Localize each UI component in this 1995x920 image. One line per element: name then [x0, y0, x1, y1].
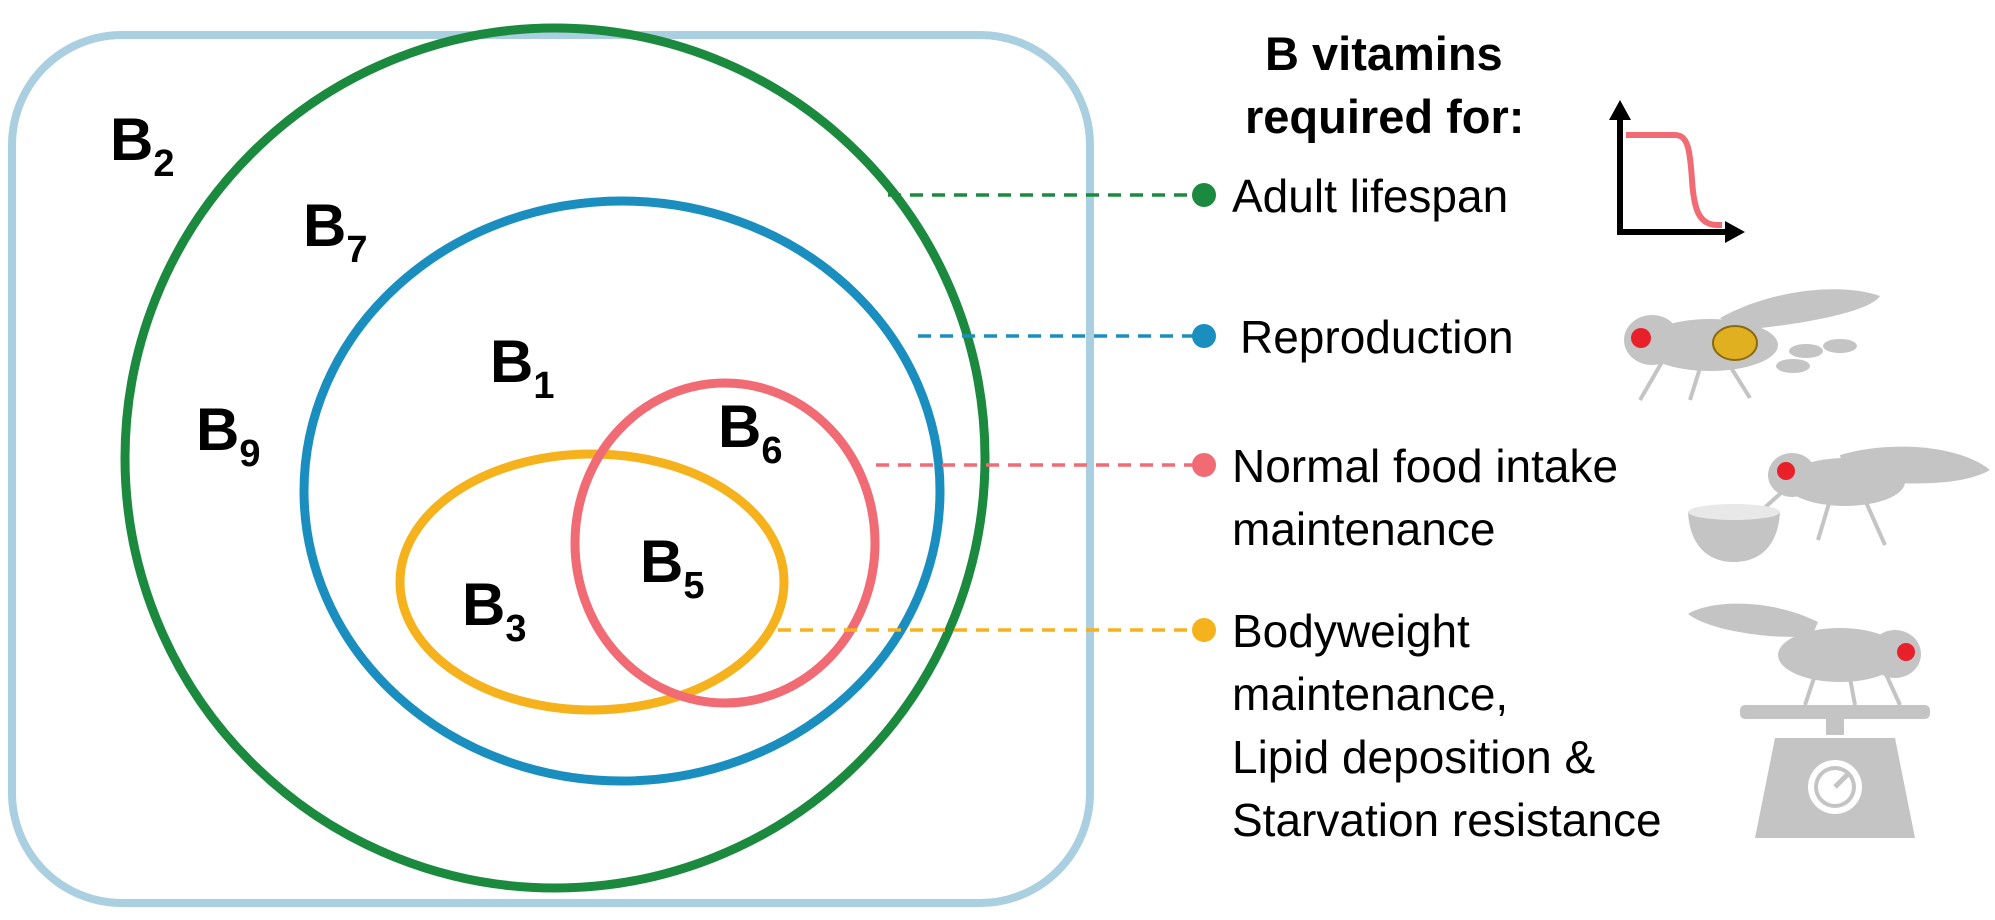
fly-with-eggs-icon — [1624, 289, 1880, 402]
lifespan-dot — [1192, 183, 1216, 207]
food-intake-set-ellipse — [570, 378, 880, 708]
vitamin-label-b1: B1 — [490, 328, 554, 407]
reproduction-set-ellipse — [299, 196, 945, 786]
requirement-label-food-line-1: Normal food intake — [1232, 440, 1618, 492]
reproduction-dot — [1192, 324, 1216, 348]
fly-feeding-icon — [1688, 446, 1990, 562]
requirement-label-lifespan: Adult lifespan — [1232, 170, 1508, 222]
lifespan-set-circle — [120, 23, 990, 893]
vitamin-label-b9: B9 — [196, 396, 260, 475]
requirement-label-bodyweight-line-1: Bodyweight — [1232, 605, 1470, 657]
all-b-vitamins-frame — [8, 31, 1094, 907]
vitamin-label-b5: B5 — [640, 528, 704, 607]
vitamin-label-b6: B6 — [718, 393, 782, 472]
survival-curve-icon — [1609, 100, 1745, 243]
vitamin-label-b3: B3 — [462, 571, 526, 650]
vitamin-label-b2: B2 — [110, 106, 174, 185]
requirement-label-bodyweight-line-3: Lipid deposition & — [1232, 731, 1595, 783]
requirement-label-reproduction: Reproduction — [1240, 311, 1514, 363]
requirement-label-bodyweight-line-4: Starvation resistance — [1232, 794, 1662, 846]
vitamin-label-b7: B7 — [303, 192, 367, 271]
requirement-label-bodyweight-line-2: maintenance, — [1232, 668, 1508, 720]
bodyweight-dot — [1192, 618, 1216, 642]
bodyweight-set-ellipse — [395, 449, 789, 715]
legend-title-line-1: B vitamins — [1265, 27, 1503, 80]
requirement-label-food-line-2: maintenance — [1232, 503, 1495, 555]
food-intake-dot — [1192, 453, 1216, 477]
legend-title-line-2: required for: — [1245, 90, 1524, 143]
fly-on-scale-icon — [1688, 603, 1930, 838]
